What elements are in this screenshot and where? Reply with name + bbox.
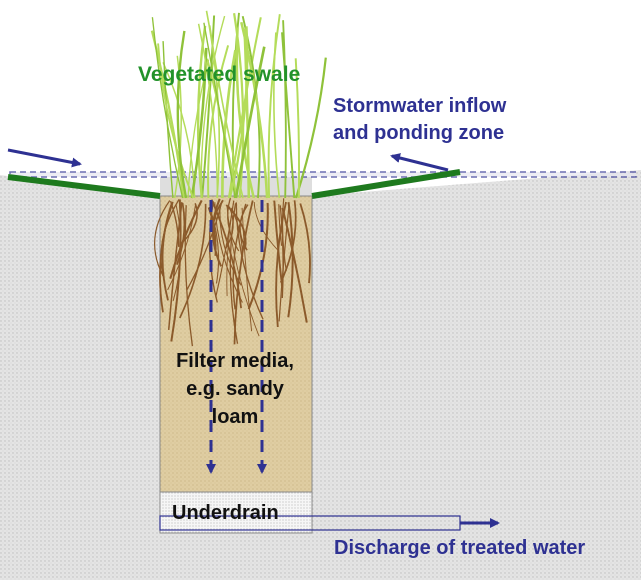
grass-blade (201, 15, 216, 199)
ponding-water-level (9, 171, 637, 178)
root-strand (176, 202, 186, 265)
stormwater-inflow-label: Stormwater inflow and ponding zone (333, 93, 506, 147)
grass-blade (176, 30, 188, 199)
root-strand (154, 200, 171, 277)
root-strand (273, 200, 284, 288)
grass-blade (281, 32, 296, 199)
grass-blade (151, 17, 184, 199)
vegetated-swale-label: Vegetated swale (138, 63, 301, 86)
root-strand (287, 202, 294, 318)
surrounding-soil (0, 170, 641, 580)
root-strand (161, 202, 173, 301)
grass-blade (221, 49, 237, 199)
root-strand (167, 202, 183, 330)
grass-blade (234, 46, 266, 199)
grass-blade (282, 20, 287, 199)
root-strand (278, 204, 283, 246)
grass-blade (203, 22, 236, 199)
grass-blades (150, 10, 327, 199)
root-strand (275, 201, 287, 328)
discharge-label: Discharge of treated water (334, 537, 586, 559)
root-strand (211, 198, 223, 267)
root-strand (232, 203, 247, 310)
root-strand (167, 205, 196, 291)
filter-media-label: Filter media, e.g. sandy loam (176, 350, 294, 428)
underdrain-layer (159, 491, 313, 534)
grass-blade (200, 15, 226, 199)
root-strand (241, 207, 253, 332)
swale-edge-left (7, 174, 161, 199)
grass-blade (273, 32, 281, 199)
root-strand (179, 203, 207, 319)
root-strand (278, 204, 290, 322)
grass-blade (294, 57, 327, 199)
root-strand (279, 200, 297, 283)
stormwater-inflow-line2: and ponding zone (333, 122, 505, 144)
root-strand (233, 200, 254, 345)
grass-blade (207, 45, 230, 199)
root-strand (226, 204, 260, 337)
underdrain-label: Underdrain (172, 502, 279, 524)
grass-blade (228, 26, 249, 199)
grass-blade (267, 14, 281, 199)
grass-blade (243, 28, 251, 199)
root-strand (184, 205, 194, 347)
ponding-zone (160, 177, 312, 196)
stormwater-inflow-line1: Stormwater inflow (333, 95, 507, 117)
inflow-arrow-left (7, 148, 82, 168)
grass-blade (294, 58, 300, 199)
root-strand (225, 204, 247, 250)
grass-blade (232, 13, 245, 199)
root-strand (281, 207, 308, 323)
grass-blade (157, 43, 194, 199)
root-strand (279, 205, 284, 299)
root-strand (247, 202, 269, 310)
root-strand (299, 203, 311, 284)
swale-edge-right (311, 169, 461, 199)
root-strand (186, 200, 223, 290)
plant-roots (154, 197, 311, 347)
grass-blade (197, 23, 219, 199)
inflow-arrow-right (390, 153, 449, 172)
